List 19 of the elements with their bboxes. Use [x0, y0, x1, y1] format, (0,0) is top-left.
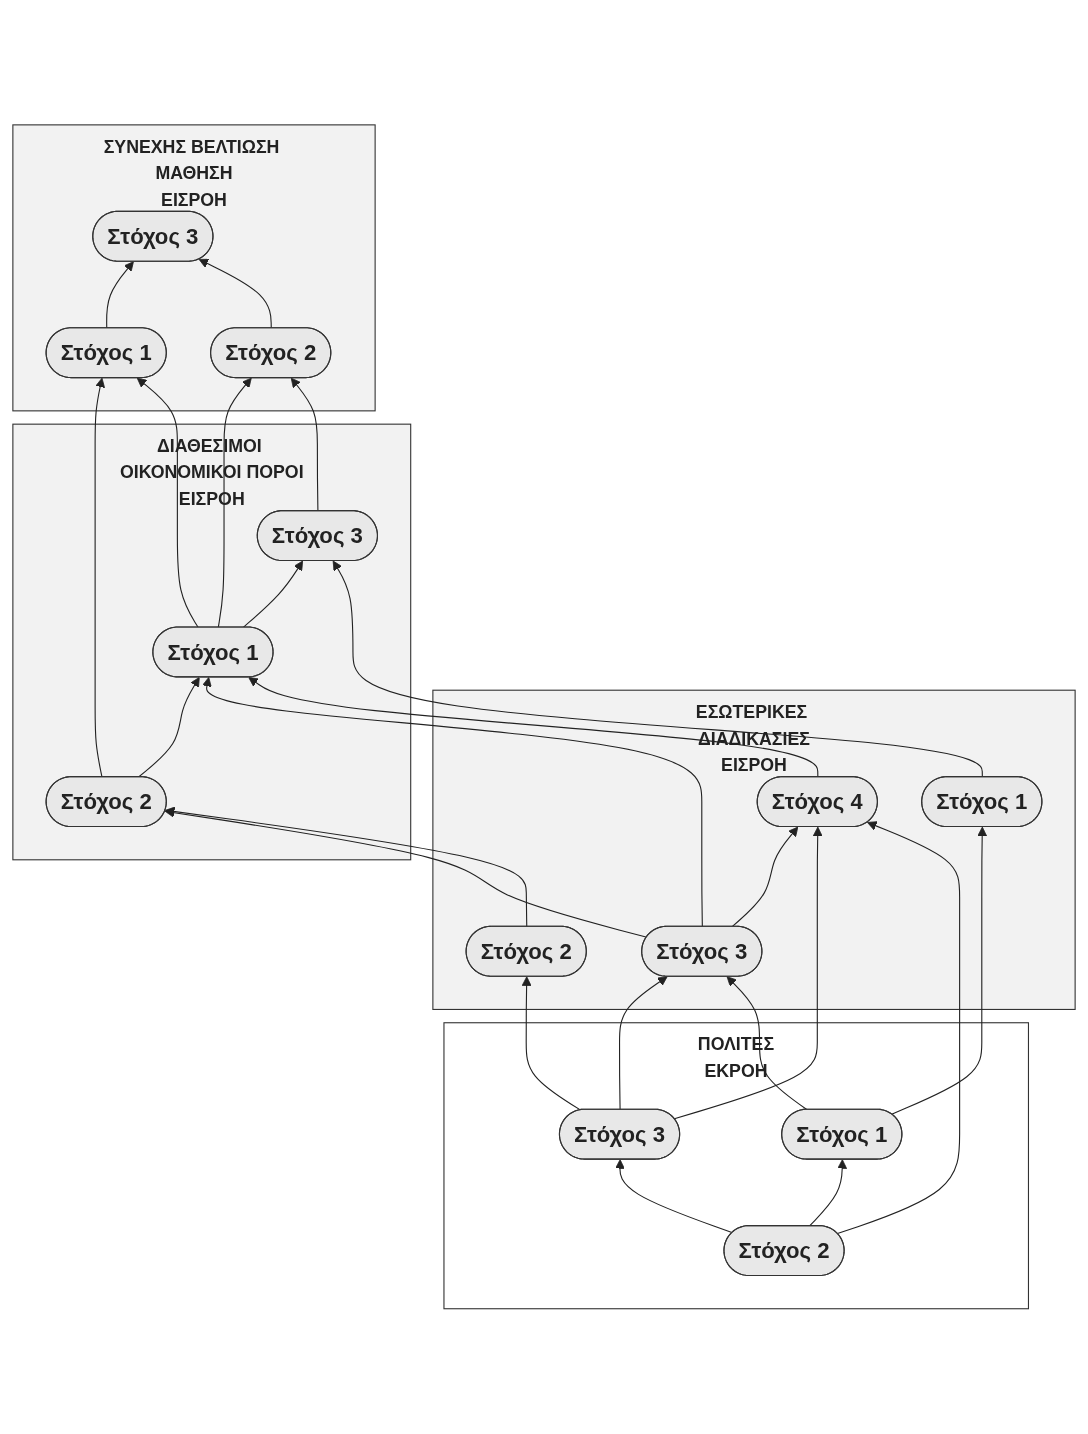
arrow: [198, 259, 272, 329]
arrow: [202, 677, 703, 928]
arrow: [673, 826, 823, 1120]
arrow: [248, 677, 819, 778]
arrow: [808, 1159, 848, 1227]
arrow: [619, 976, 668, 1111]
arrow: [726, 976, 808, 1111]
arrow: [891, 826, 988, 1115]
arrow: [290, 377, 319, 512]
arrow: [242, 560, 304, 629]
arrow: [165, 806, 528, 928]
arrow: [521, 976, 582, 1111]
arrow: [217, 377, 252, 629]
arrow: [332, 560, 983, 778]
arrow: [94, 377, 105, 778]
arrow: [137, 677, 200, 778]
arrow: [136, 377, 199, 629]
arrow: [731, 826, 799, 928]
arrow: [106, 261, 134, 329]
